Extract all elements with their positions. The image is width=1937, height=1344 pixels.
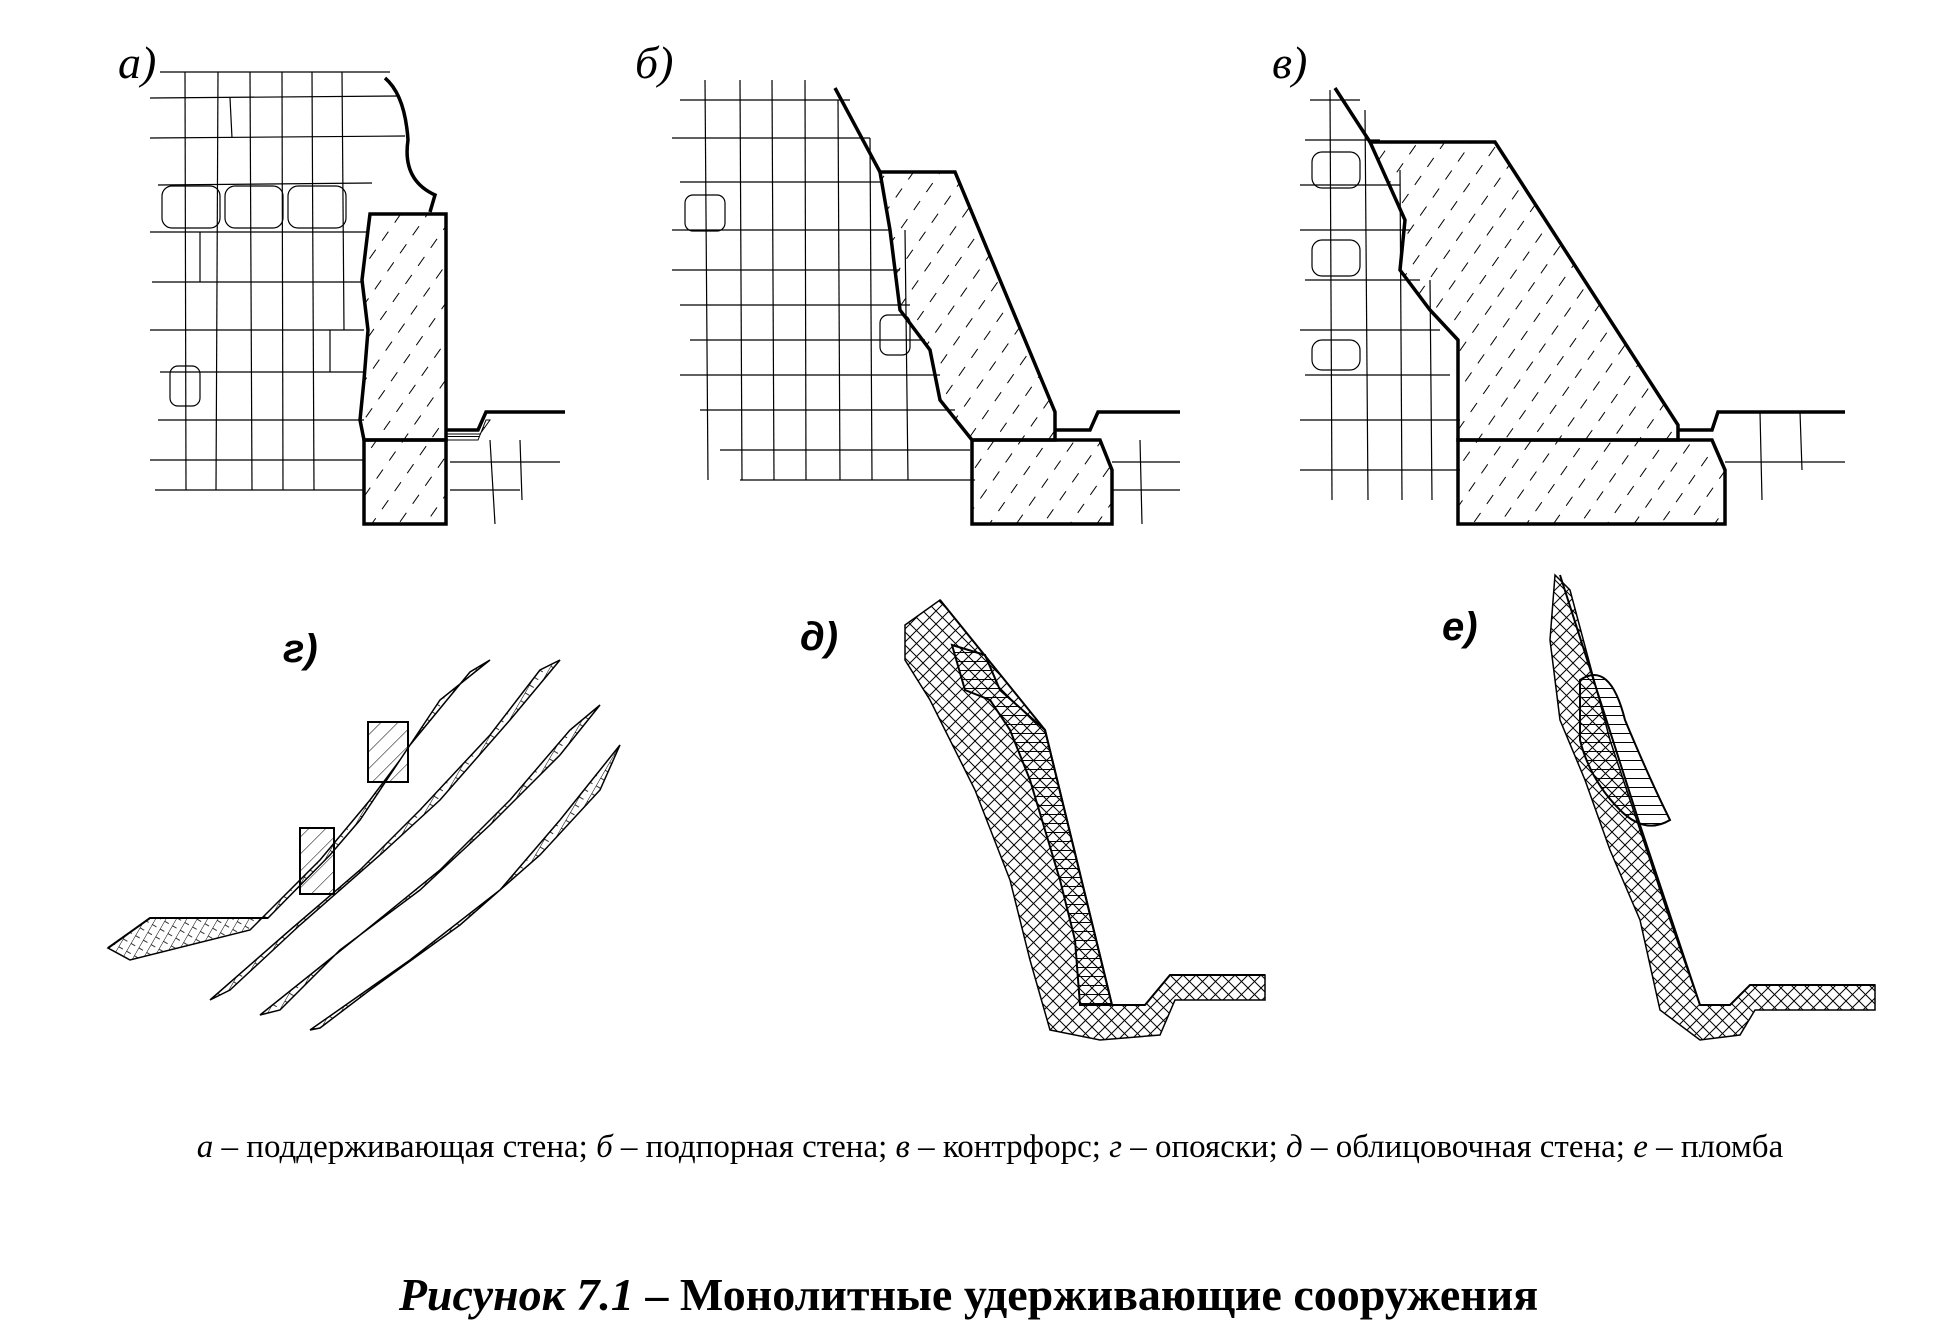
soil-belt — [209, 659, 561, 1001]
legend-letter: д — [1285, 1129, 1303, 1165]
legend-letter: а — [196, 1129, 214, 1165]
figure-drawings: а) — [106, 37, 1876, 1041]
rock-joint-grid — [149, 71, 406, 491]
soil-belt — [106, 659, 491, 961]
ground-joints-a — [450, 439, 560, 525]
wall-foundation — [970, 438, 1114, 526]
legend-text: – пломба — [1647, 1129, 1784, 1165]
drainage-hatch — [445, 419, 491, 441]
slope-face — [833, 87, 882, 173]
belt-block — [299, 827, 335, 895]
figure-legend: а – поддерживающая стена; б – подпорная … — [60, 1125, 1920, 1169]
panel-b-label: б) — [635, 37, 673, 88]
ground-joints-b — [1112, 439, 1180, 525]
soil-belt — [259, 704, 601, 1016]
drainage-tray — [1055, 410, 1180, 432]
belt-block — [367, 721, 409, 783]
figure-title: Рисунок 7.1 – Монолитные удерживающие со… — [0, 1268, 1937, 1321]
legend-letter: в — [895, 1129, 910, 1165]
buttress-body — [1367, 140, 1680, 442]
panel-a-label: а) — [118, 37, 156, 88]
panel-d-label: д) — [800, 615, 838, 659]
legend-letter: б — [596, 1129, 613, 1165]
legend-text: – подпорная стена; — [612, 1129, 896, 1165]
retaining-wall-body — [358, 212, 448, 442]
soil-belt — [309, 744, 621, 1031]
drainage-tray — [1678, 410, 1845, 432]
legend-letter: е — [1633, 1129, 1648, 1165]
slope-face — [1333, 87, 1372, 143]
plug-fill — [1579, 674, 1672, 827]
surface-line — [939, 599, 1265, 1006]
panel-g-label: г) — [283, 627, 318, 671]
surface-line — [1559, 574, 1875, 1006]
panel-e-label: е) — [1442, 605, 1478, 649]
rock-joint-grid — [672, 79, 975, 481]
panel-v: в) — [1272, 37, 1845, 526]
legend-text: – облицовочная стена; — [1302, 1129, 1634, 1165]
panel-e: е) — [1442, 573, 1876, 1041]
panel-d: д) — [800, 598, 1266, 1041]
panel-g: г) — [106, 627, 621, 1031]
slope-face — [383, 76, 438, 213]
legend-text: – контрфорс; — [909, 1129, 1110, 1165]
gravity-wall-body — [877, 170, 1057, 442]
figure-title-text: – Монолитные удерживающие сооружения — [633, 1269, 1539, 1320]
rock-mass — [1549, 573, 1876, 1041]
facing-wall — [950, 643, 1114, 1006]
panel-b: б) — [635, 37, 1180, 526]
panel-v-label: в) — [1272, 37, 1307, 88]
legend-text: – опояски; — [1122, 1129, 1286, 1165]
drainage-tray — [446, 410, 565, 432]
figure-number: Рисунок 7.1 — [398, 1269, 634, 1320]
ground-joints-v — [1725, 411, 1845, 501]
panel-a: а) — [118, 37, 565, 526]
legend-letter: г — [1109, 1129, 1123, 1165]
legend-text: – поддерживающая стена; — [213, 1129, 597, 1165]
ground-line — [107, 917, 268, 949]
buttress-foundation — [1456, 438, 1727, 526]
rock-joint-grid — [1300, 89, 1460, 501]
wall-foundation — [362, 438, 448, 526]
